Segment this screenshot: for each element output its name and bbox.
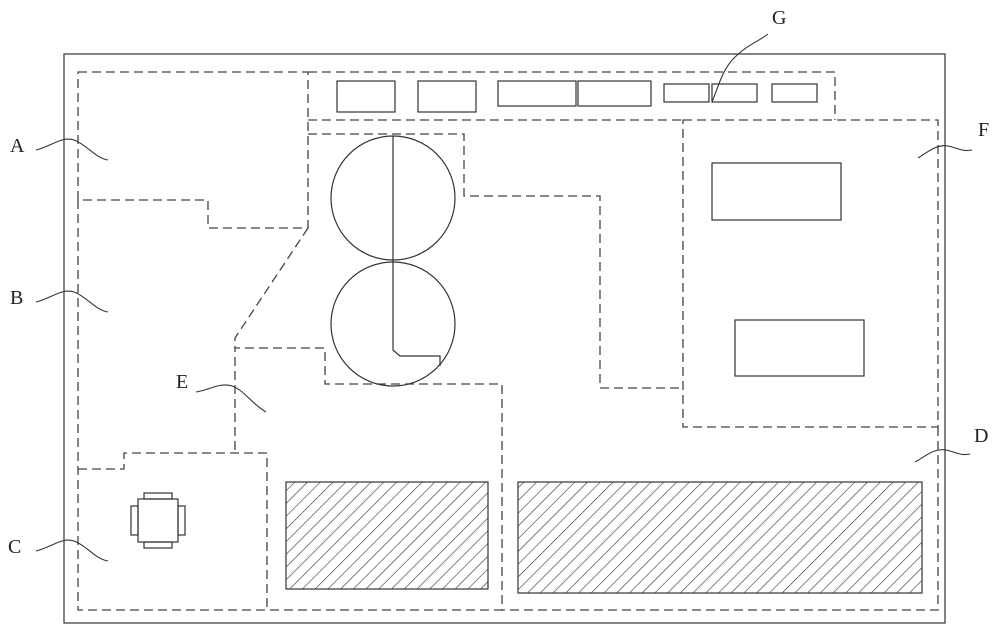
hatched-area	[286, 482, 488, 589]
leader-line-g	[712, 34, 768, 102]
label-a: A	[10, 135, 25, 157]
equipment-box	[712, 163, 841, 220]
equipment-box	[735, 320, 864, 376]
zone-e-boundary	[308, 134, 683, 388]
leader-line-b	[36, 291, 108, 312]
machine-unit	[131, 493, 185, 548]
label-e: E	[176, 371, 188, 393]
equipment-box	[337, 81, 395, 112]
equipment-box	[772, 84, 817, 102]
label-d: D	[974, 425, 988, 447]
equipment-box	[664, 84, 709, 102]
hatched-area	[518, 482, 922, 593]
label-b: B	[10, 287, 23, 309]
equipment-box	[418, 81, 476, 112]
zone-c-boundary	[78, 453, 267, 610]
zone-a-boundary	[78, 72, 308, 228]
label-g: G	[772, 7, 786, 29]
zone-b-diagonal	[235, 228, 308, 348]
leader-line-e	[196, 385, 266, 412]
zone-f-boundary	[683, 120, 938, 427]
equipment-box	[578, 81, 651, 106]
equipment-box	[498, 81, 576, 106]
label-c: C	[8, 536, 21, 558]
leader-line-d	[915, 450, 970, 462]
zone-g-boundary	[308, 72, 835, 120]
leader-line-c	[36, 540, 108, 561]
equipment-box	[712, 84, 757, 102]
leader-line-a	[36, 139, 108, 160]
tank-pipe	[393, 136, 440, 366]
label-f: F	[978, 119, 989, 141]
